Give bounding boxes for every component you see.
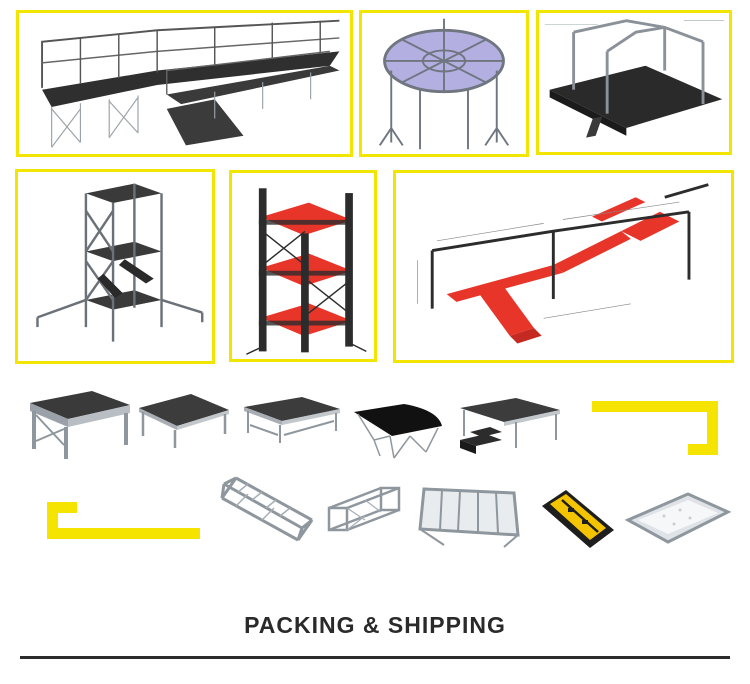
cable-protector — [538, 486, 618, 552]
bracket-bottom-left-cap — [47, 502, 77, 513]
glass-floor-panel-icon — [624, 492, 732, 544]
stage-platform-icon — [139, 394, 229, 448]
square-truss-icon — [327, 486, 401, 532]
stage-platform-2 — [135, 390, 231, 452]
scaffold-tower-panel — [15, 169, 215, 364]
bracket-bottom-left-horizontal — [47, 528, 200, 539]
stage-platform-1 — [22, 385, 134, 463]
stage-ramp-panel — [16, 10, 353, 157]
stage-platform-icon — [244, 397, 340, 443]
cable-protector-icon — [542, 490, 614, 548]
stage-ramp-icon — [41, 19, 340, 148]
stage-with-steps — [456, 396, 564, 466]
bracket-top-right-horizontal — [592, 401, 718, 412]
stage-platform-3 — [240, 395, 344, 445]
quarter-round-stage-icon — [354, 404, 442, 459]
roof-truss-stage-panel — [536, 10, 732, 155]
scaffold-tower-icon — [36, 183, 204, 342]
truss-section-icon — [220, 476, 314, 542]
truss-section — [218, 476, 316, 544]
stage-with-steps-icon — [460, 398, 560, 454]
bracket-top-right-vertical — [707, 401, 718, 455]
crowd-barrier-icon — [418, 487, 520, 548]
square-truss — [325, 480, 405, 542]
circular-truss-icon — [378, 18, 510, 150]
tiered-red-stage-icon — [246, 188, 367, 355]
quarter-round-stage — [350, 400, 446, 464]
stage-platform-icon — [30, 391, 130, 459]
runway-truss-stage-icon — [417, 183, 709, 344]
roof-truss-stage-icon — [544, 19, 725, 138]
section-divider — [20, 656, 730, 659]
bracket-top-right-foot — [688, 444, 718, 455]
circular-truss-panel — [359, 10, 529, 157]
runway-truss-stage-panel — [393, 170, 734, 363]
section-title: PACKING & SHIPPING — [244, 612, 506, 638]
tiered-red-stage-panel — [229, 170, 377, 362]
crowd-barrier — [414, 483, 524, 549]
bracket-bottom-left-vertical — [47, 502, 58, 539]
glass-floor-panel — [624, 490, 732, 548]
